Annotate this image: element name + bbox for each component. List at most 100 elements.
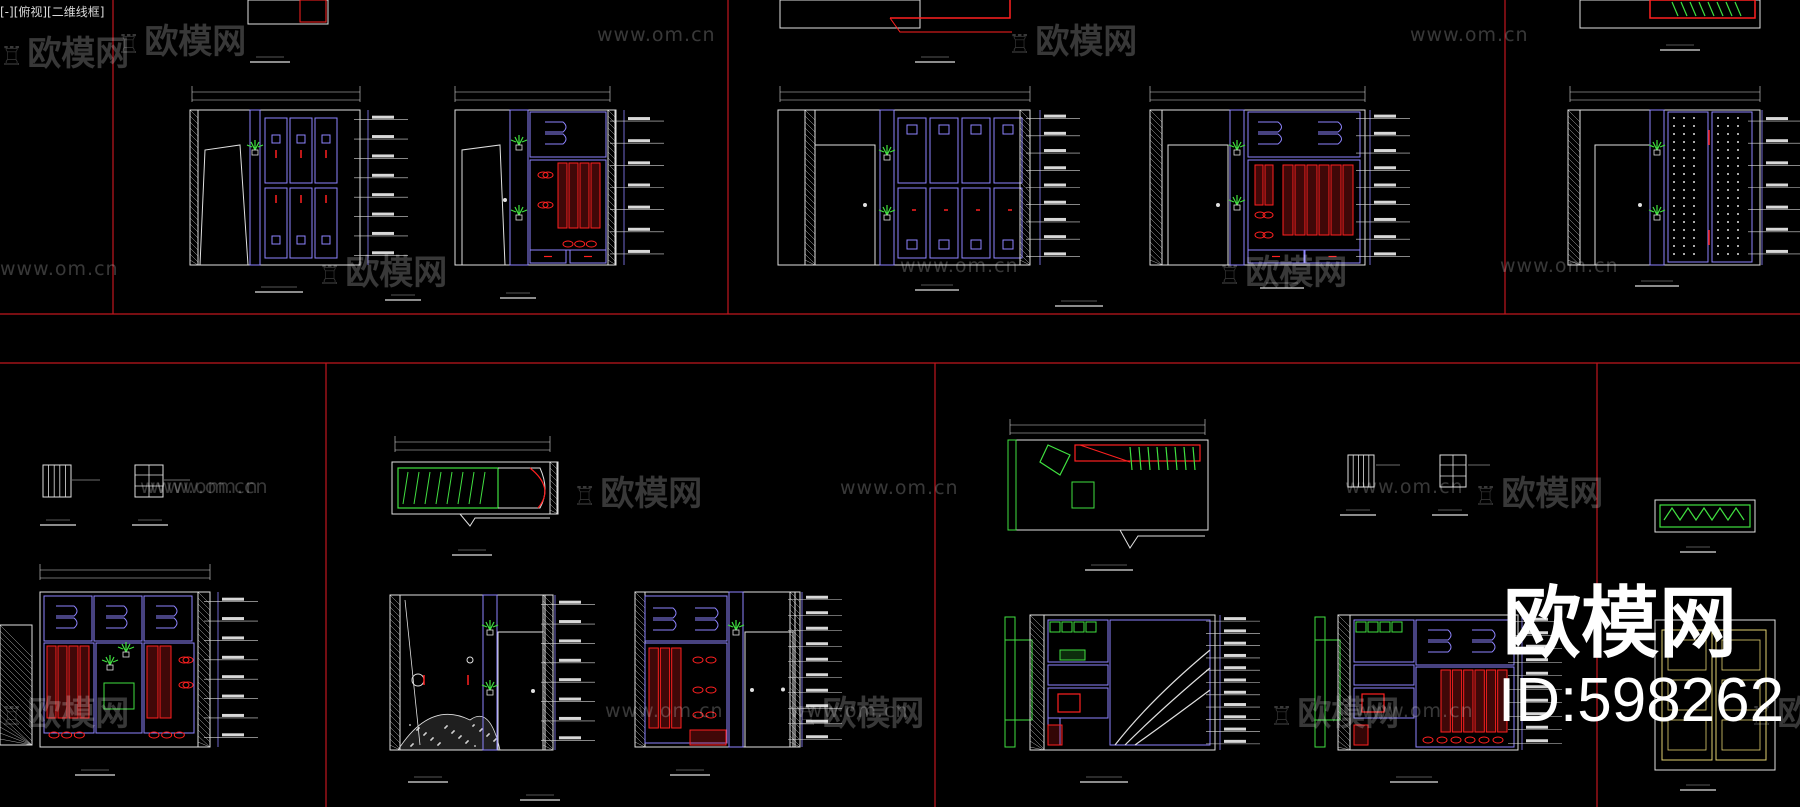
wall-hatch	[607, 139, 617, 149]
wall-hatch	[1029, 728, 1045, 744]
book-shelf	[1353, 619, 1415, 663]
wall-hatch	[1149, 211, 1163, 225]
cad-line	[806, 735, 828, 739]
glass-texture	[1727, 181, 1729, 183]
glass-texture	[1717, 117, 1719, 119]
cad-line	[1044, 114, 1066, 118]
wall-hatch	[634, 633, 646, 645]
cabinet-door	[897, 117, 927, 184]
wall-hatch	[789, 621, 801, 633]
plant-icon	[878, 205, 896, 216]
glass-texture	[1717, 133, 1719, 135]
wall-hatch	[1149, 223, 1163, 237]
wall-hatch	[1337, 722, 1351, 736]
cad-line	[1526, 698, 1548, 702]
wall-hatch	[542, 630, 554, 642]
plant-icon	[1228, 195, 1246, 206]
cad-line	[1374, 149, 1396, 153]
wall-hatch	[634, 729, 646, 741]
cabinet-door	[897, 187, 927, 259]
wall-hatch	[1149, 187, 1163, 201]
glass-texture	[1693, 205, 1695, 207]
wall-hatch	[197, 681, 211, 695]
wall-hatch	[634, 681, 646, 693]
wall-hatch	[389, 672, 401, 684]
glass-texture	[1683, 149, 1685, 151]
wall-hatch	[607, 163, 617, 173]
tv-icon	[103, 682, 135, 710]
shoe	[542, 201, 554, 209]
wall-hatch	[542, 600, 554, 612]
hanger-plan	[1156, 446, 1160, 471]
cad-line	[222, 636, 244, 640]
wall-hatch	[189, 121, 199, 131]
cad-line	[1224, 703, 1246, 707]
cad-line	[806, 673, 828, 677]
wall-hatch	[607, 211, 617, 221]
wall-hatch	[1149, 235, 1163, 249]
wall-hatch	[1029, 692, 1045, 708]
wall-hatch	[1567, 247, 1581, 261]
glass-texture	[1683, 213, 1685, 215]
stone-texture	[439, 742, 441, 744]
viewport-controls-label[interactable]: [-][俯视][二维线框]	[0, 5, 105, 19]
glass-texture	[1737, 245, 1739, 247]
wall-hatch	[1567, 211, 1581, 225]
wall-hatch	[1337, 698, 1351, 712]
shoe	[178, 656, 190, 664]
shoe	[1478, 736, 1490, 744]
wall-hatch	[197, 627, 211, 641]
wall-hatch	[1149, 259, 1163, 266]
wall-hatch	[1149, 229, 1163, 243]
plant-icon	[1228, 140, 1246, 151]
wall-hatch	[1337, 644, 1351, 658]
door-panel	[1667, 719, 1707, 751]
cad-line	[1526, 712, 1548, 716]
glass-texture	[1693, 253, 1695, 255]
wall-hatch	[1019, 175, 1031, 187]
plant-icon	[510, 205, 528, 216]
wall-hatch	[1149, 145, 1163, 159]
door-panel	[271, 235, 281, 245]
door-knob	[863, 203, 867, 207]
wall-hatch	[1567, 139, 1581, 153]
wall	[1149, 109, 1163, 266]
wall-hatch	[634, 657, 646, 669]
hanger-plan	[1129, 446, 1133, 471]
side-window	[1004, 616, 1016, 748]
wall-hatch	[542, 606, 554, 618]
door-panel	[1661, 629, 1713, 761]
plan-fragment	[247, 0, 329, 25]
wall-hatch	[0, 738, 33, 746]
hanger-plan	[457, 471, 464, 505]
wall-hatch	[607, 157, 617, 167]
wall-hatch	[789, 705, 801, 717]
plan-outline	[1654, 499, 1756, 533]
cabinet-door	[314, 187, 338, 259]
glass-texture	[1673, 133, 1675, 135]
wall-hatch	[389, 690, 401, 702]
wall-hatch	[607, 133, 617, 143]
glass-texture	[1683, 133, 1685, 135]
drawer	[529, 249, 567, 264]
wall-hatch	[0, 702, 33, 736]
wall-hatch	[1149, 253, 1163, 266]
cabinet-door	[929, 187, 959, 259]
wall-hatch	[197, 735, 211, 748]
door-panel	[1667, 639, 1707, 671]
wall-hatch	[389, 738, 401, 750]
plan-fragment	[779, 0, 921, 29]
shelf-top	[1247, 111, 1361, 158]
wall-hatch	[804, 169, 816, 181]
wall-hatch	[542, 696, 554, 708]
wall-hatch	[1029, 698, 1045, 714]
wall-hatch	[189, 241, 199, 251]
hanger-plan	[1183, 446, 1187, 471]
hanging-section	[143, 642, 195, 734]
wall-hatch	[804, 217, 816, 229]
garment	[1451, 669, 1463, 733]
elevation-sheet-4	[0, 464, 258, 776]
wall-hatch	[1029, 620, 1045, 636]
